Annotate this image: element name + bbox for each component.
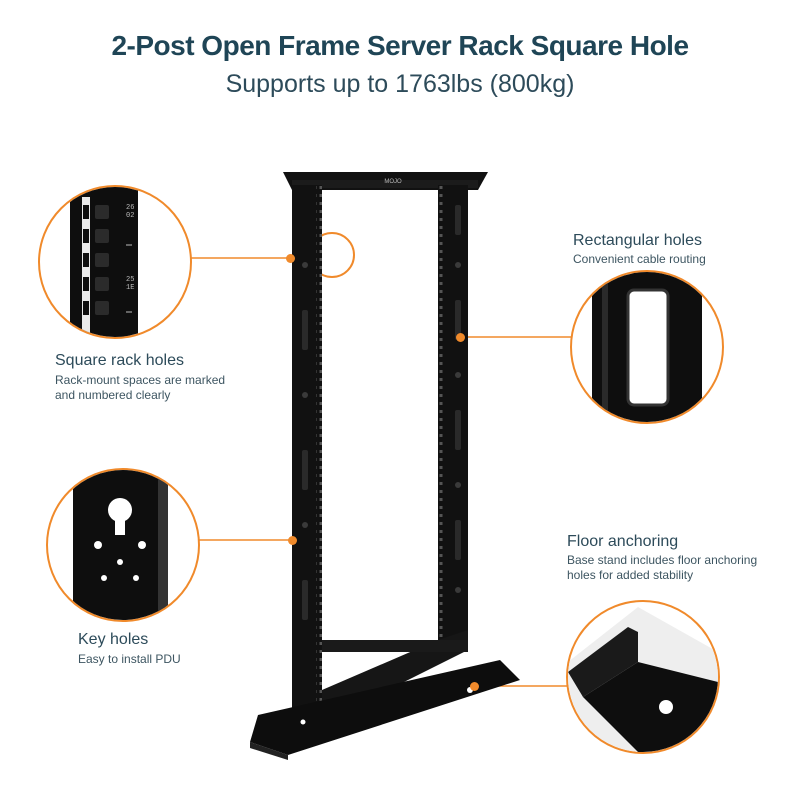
key-holes-desc: Easy to install PDU <box>78 652 181 666</box>
rectangular-holes-marker <box>456 333 465 342</box>
floor-anchoring-marker <box>470 682 479 691</box>
page-subtitle: Supports up to 1763lbs (800kg) <box>225 70 575 98</box>
rectangular-holes-zoom <box>570 270 724 424</box>
rectangular-holes-title: Rectangular holes <box>573 232 702 249</box>
svg-text:MOJO: MOJO <box>384 179 402 185</box>
key-holes-zoom <box>46 468 200 622</box>
square-holes-desc-1: Rack-mount spaces are marked <box>55 373 226 387</box>
svg-text:1E: 1E <box>126 284 134 292</box>
floor-anchoring-desc-2: holes for added stability <box>567 568 694 582</box>
square-holes-desc-2: and numbered clearly <box>55 388 171 402</box>
square-holes-zoom: 26 02 25 1E <box>38 185 192 339</box>
square-holes-marker <box>286 254 295 263</box>
square-holes-title: Square rack holes <box>55 352 184 369</box>
key-holes-marker <box>288 536 297 545</box>
svg-text:02: 02 <box>126 212 134 220</box>
floor-anchoring-title: Floor anchoring <box>567 533 679 550</box>
floor-anchoring-desc-1: Base stand includes floor anchoring <box>567 553 758 567</box>
rectangular-holes-desc: Convenient cable routing <box>573 252 706 266</box>
svg-text:25: 25 <box>126 276 134 284</box>
page-title: 2-Post Open Frame Server Rack Square Hol… <box>111 30 689 61</box>
floor-anchoring-zoom <box>566 600 720 754</box>
key-holes-title: Key holes <box>78 631 149 648</box>
svg-text:26: 26 <box>126 204 134 212</box>
